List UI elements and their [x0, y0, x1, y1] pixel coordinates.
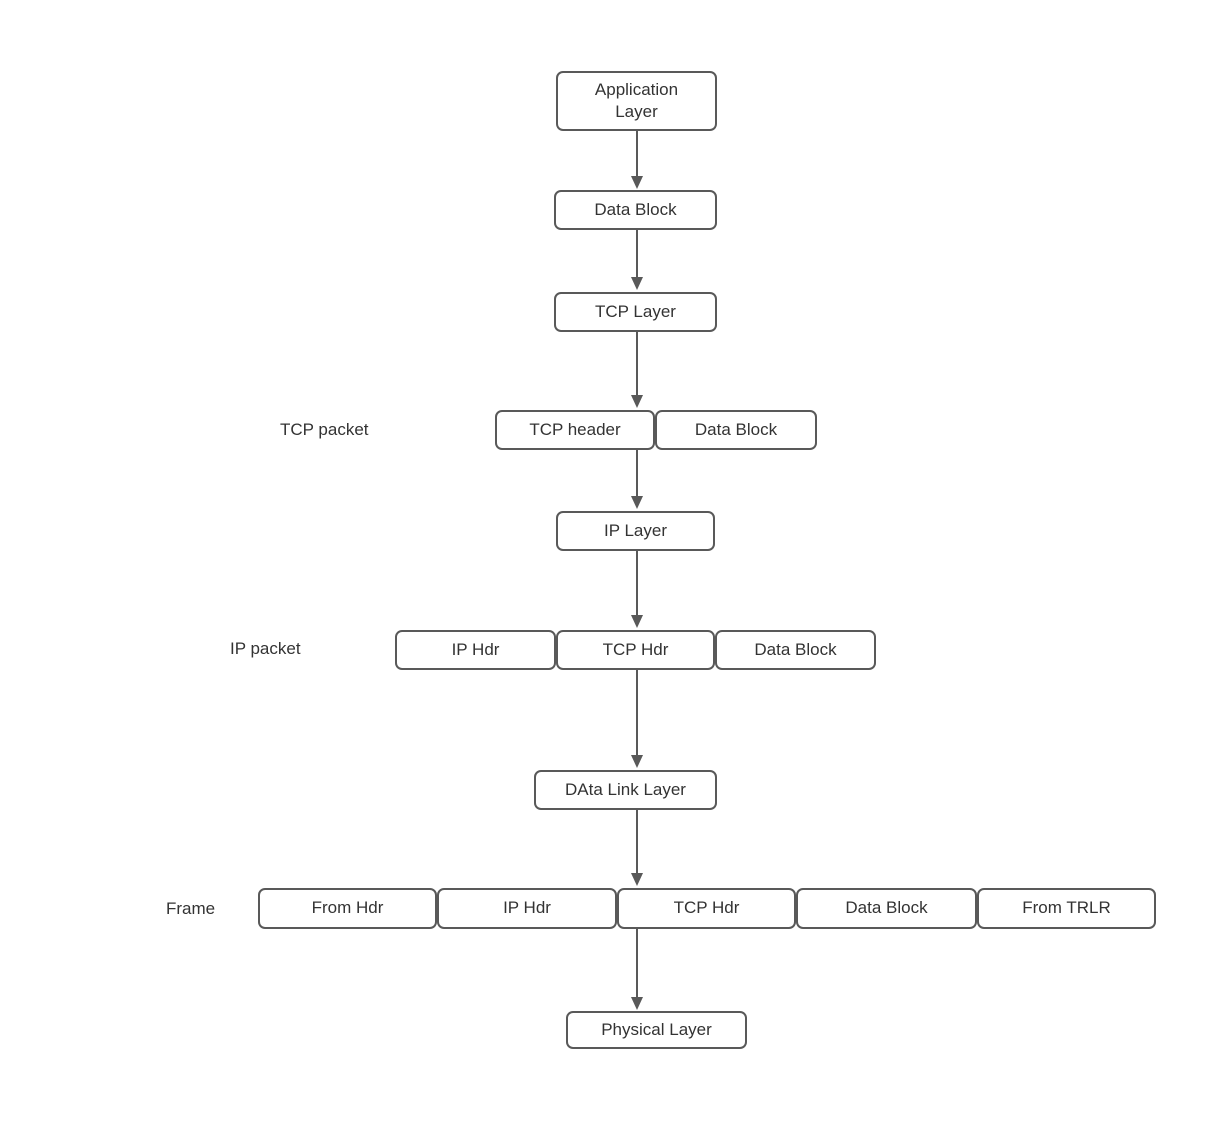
arrow-shaft [636, 450, 638, 499]
arrowhead-icon [631, 496, 643, 509]
arrow-frame-to-physical [631, 929, 643, 1010]
node-data-link-layer: DAta Link Layer [534, 770, 717, 810]
arrowhead-icon [631, 755, 643, 768]
node-tcp-layer: TCP Layer [554, 292, 717, 332]
node-from-trlr: From TRLR [977, 888, 1156, 929]
arrowhead-icon [631, 615, 643, 628]
arrow-shaft [636, 810, 638, 876]
arrow-datalink-to-frame [631, 810, 643, 886]
arrow-tcplayer-to-tcppacket [631, 332, 643, 408]
arrowhead-icon [631, 277, 643, 290]
node-tcp-header: TCP header [495, 410, 655, 450]
node-data-block-1: Data Block [554, 190, 717, 230]
arrowhead-icon [631, 873, 643, 886]
arrow-ippacket-to-datalink [631, 670, 643, 768]
row-label-frame: Frame [166, 899, 216, 918]
node-tcp-hdr-1: TCP Hdr [556, 630, 715, 670]
arrow-shaft [636, 551, 638, 618]
row-label-ip-packet: IP packet [230, 639, 301, 658]
arrow-application-to-datablock [631, 131, 643, 189]
node-data-block-4: Data Block [796, 888, 977, 929]
node-physical-layer: Physical Layer [566, 1011, 747, 1049]
node-application-layer: Application Layer [556, 71, 717, 131]
node-data-block-2: Data Block [655, 410, 817, 450]
arrow-shaft [636, 230, 638, 280]
arrow-tcppacket-to-iplayer [631, 450, 643, 509]
node-tcp-hdr-2: TCP Hdr [617, 888, 796, 929]
arrow-shaft [636, 332, 638, 398]
arrow-datablock-to-tcplayer [631, 230, 643, 290]
arrow-shaft [636, 131, 638, 179]
node-ip-hdr-1: IP Hdr [395, 630, 556, 670]
node-from-hdr: From Hdr [258, 888, 437, 929]
arrowhead-icon [631, 395, 643, 408]
arrow-shaft [636, 670, 638, 758]
arrowhead-icon [631, 997, 643, 1010]
arrow-shaft [636, 929, 638, 1000]
arrow-iplayer-to-ippacket [631, 551, 643, 628]
node-data-block-3: Data Block [715, 630, 876, 670]
arrowhead-icon [631, 176, 643, 189]
node-ip-layer: IP Layer [556, 511, 715, 551]
node-ip-hdr-2: IP Hdr [437, 888, 617, 929]
row-label-tcp-packet: TCP packet [280, 420, 369, 439]
